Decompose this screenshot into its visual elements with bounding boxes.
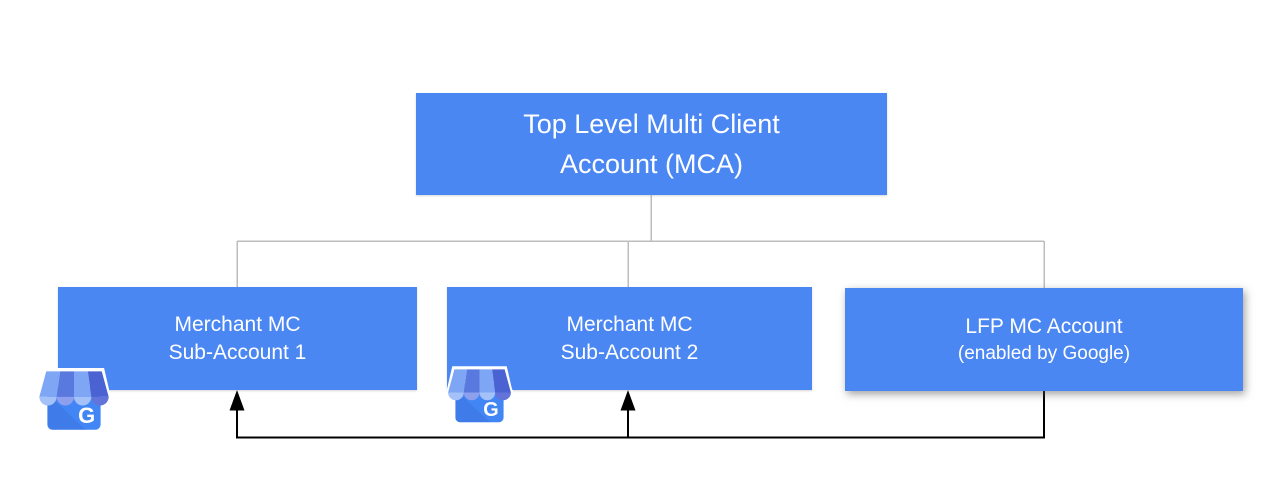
node-lfp-mc-account: LFP MC Account (enabled by Google) xyxy=(845,288,1243,391)
business-profile-icon xyxy=(446,361,513,426)
business-profile-icon xyxy=(37,362,111,434)
node-label-line2: Sub-Account 2 xyxy=(560,340,699,364)
node-label-line1: Top Level Multi Client xyxy=(523,109,780,139)
node-label-line1: Merchant MC xyxy=(174,312,301,336)
node-merchant-sub-account-1: Merchant MC Sub-Account 1 xyxy=(58,287,417,390)
node-top-level-mca: Top Level Multi Client Account (MCA) xyxy=(416,93,887,195)
node-label-line2: Sub-Account 1 xyxy=(168,340,307,364)
arrowhead-to-sub1 xyxy=(229,390,245,411)
node-label-line2: Account (MCA) xyxy=(559,149,744,179)
lfp-feed-lines xyxy=(235,391,1046,439)
node-label-line2: (enabled by Google) xyxy=(957,342,1131,364)
node-label-line1: LFP MC Account xyxy=(965,314,1123,338)
node-label-line1: Merchant MC xyxy=(566,312,693,336)
tree-connector-lines xyxy=(236,195,1045,288)
arrowhead-to-sub2 xyxy=(620,390,636,411)
